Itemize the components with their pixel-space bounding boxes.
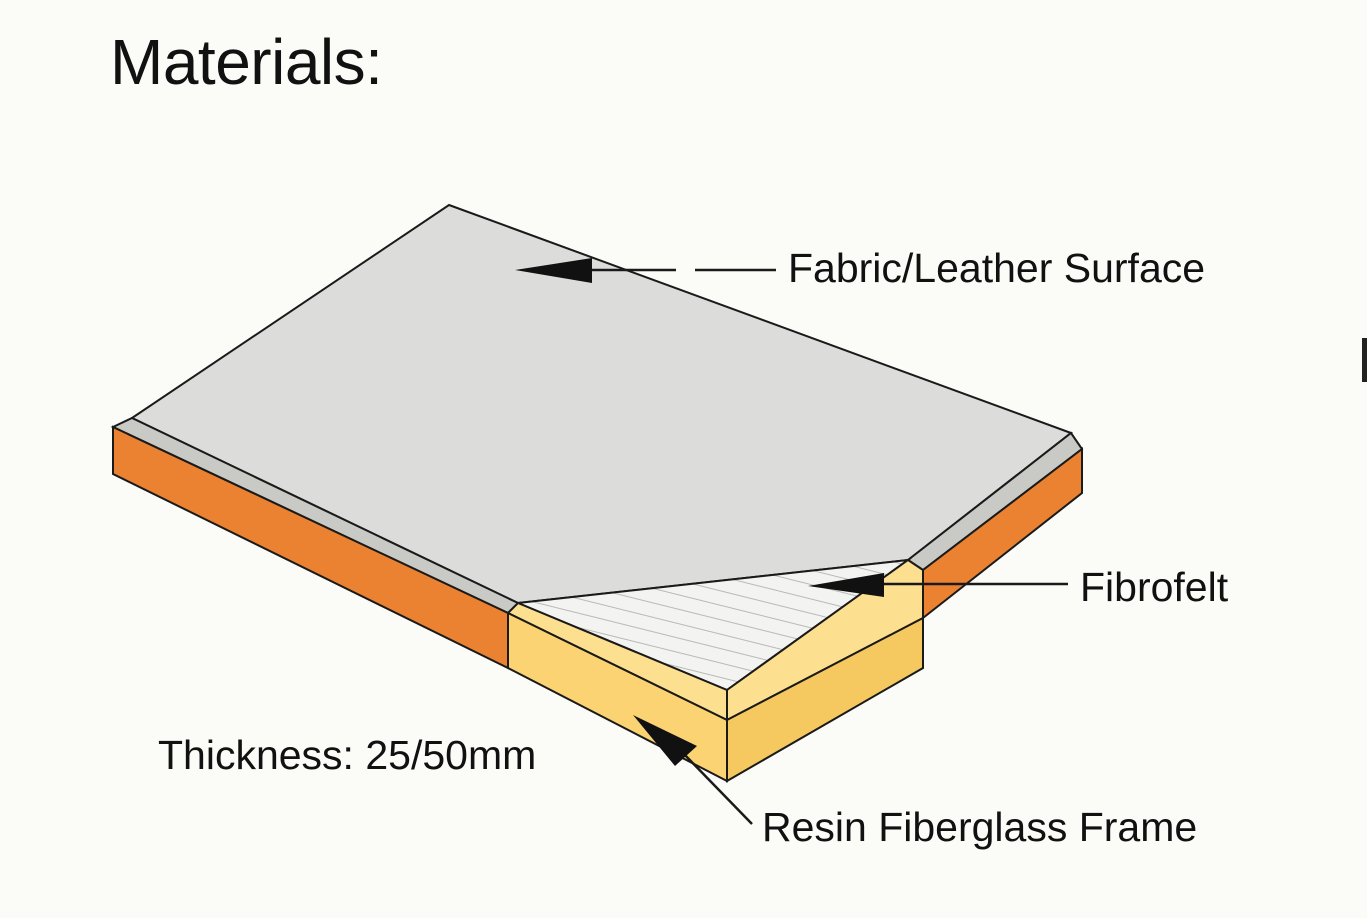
- frame-cut-side: [726, 616, 924, 783]
- frame-leader-arrow: [633, 715, 753, 825]
- page-title: Materials:: [110, 26, 383, 98]
- fabric-leather-surface-label: Fabric/Leather Surface: [788, 245, 1206, 291]
- thickness-label: Thickness: 25/50mm: [158, 732, 537, 778]
- fibrofelt-label: Fibrofelt: [1080, 564, 1229, 610]
- fibrofelt-leader-arrow: [808, 573, 1068, 597]
- resin-fiberglass-frame-label: Resin Fiberglass Frame: [762, 804, 1198, 850]
- surface-leader-arrow: [515, 258, 776, 283]
- edge-mark: [1362, 338, 1367, 382]
